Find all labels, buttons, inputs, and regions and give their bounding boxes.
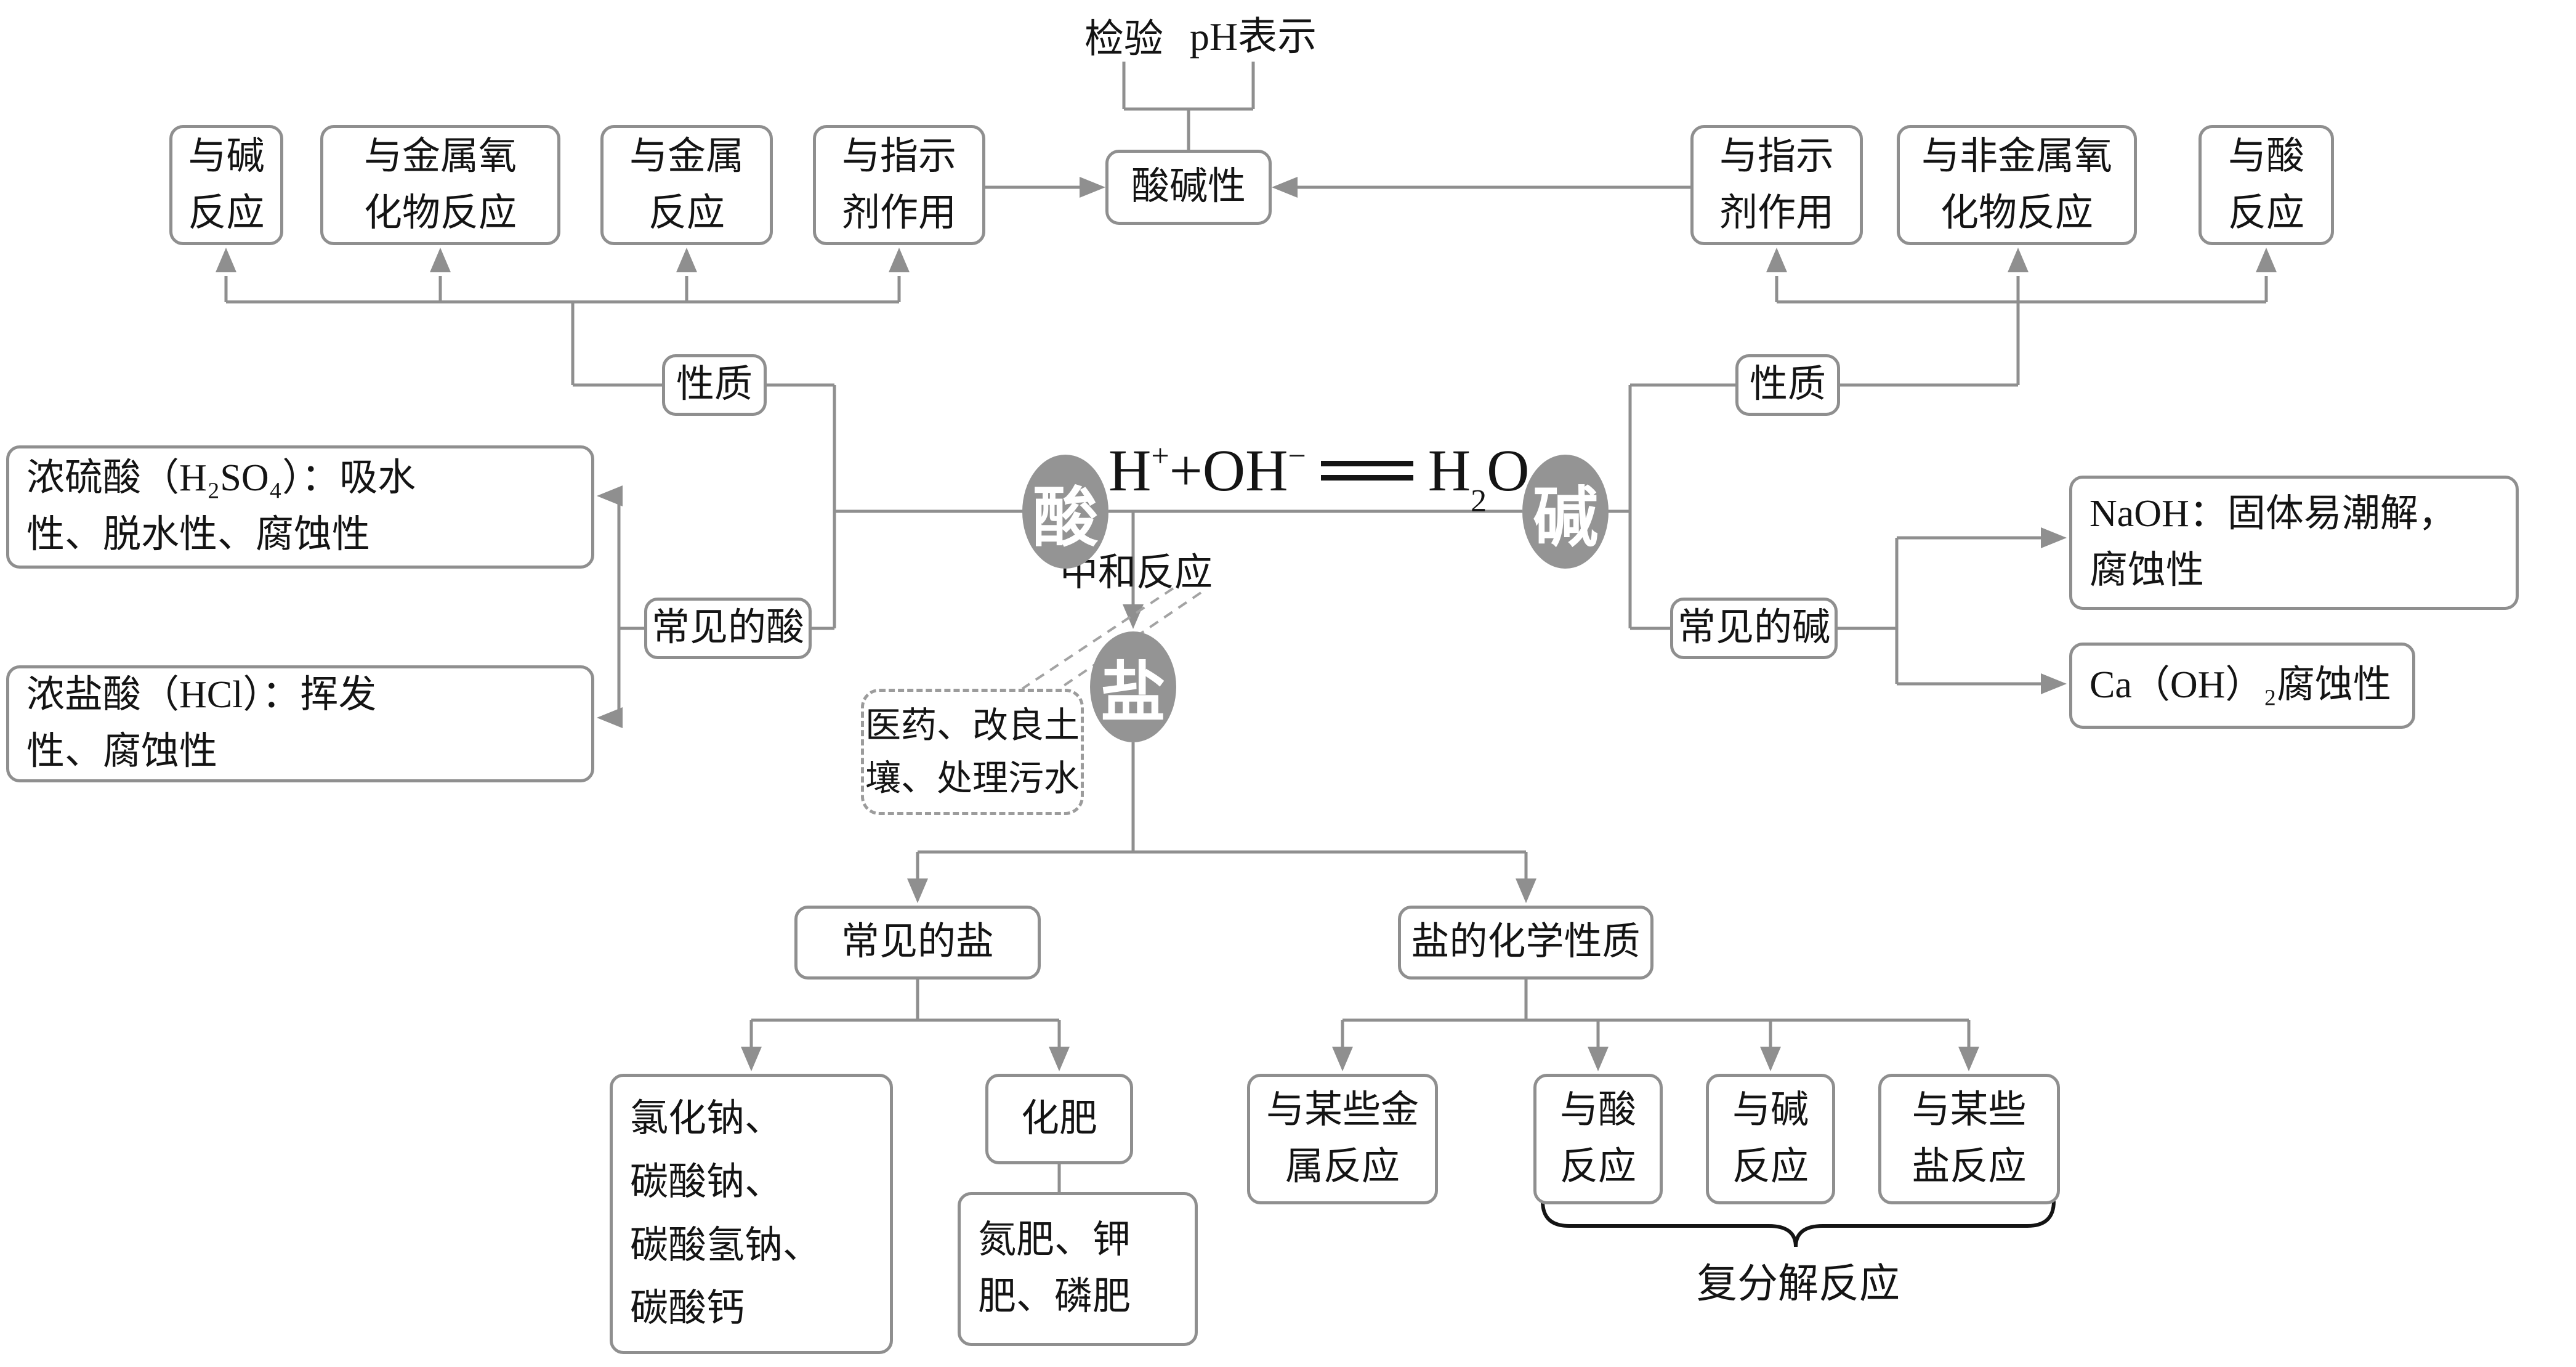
node-common-acids: 常见的酸 bbox=[644, 598, 812, 659]
solid-connectors bbox=[224, 62, 2268, 1192]
node-acid-with-indicator: 与指示 剂作用 bbox=[813, 125, 985, 245]
node-acid-with-metal-oxide: 与金属氧 化物反应 bbox=[320, 125, 560, 245]
salt-circle: 盐 bbox=[1090, 631, 1176, 742]
node-salt-with-metals: 与某些金 属反应 bbox=[1247, 1074, 1438, 1204]
metathesis-brace bbox=[1541, 1201, 2056, 1247]
node-salt-with-base: 与碱 反应 bbox=[1706, 1074, 1835, 1204]
node-acid-with-base: 与碱 反应 bbox=[169, 125, 283, 245]
node-salt-examples: 氯化钠、 碳酸钠、 碳酸氢钠、 碳酸钙 bbox=[610, 1074, 893, 1354]
node-acid-properties: 性质 bbox=[662, 354, 767, 416]
arrowheads bbox=[216, 177, 2277, 1071]
node-salt-chemical-properties: 盐的化学性质 bbox=[1398, 906, 1653, 980]
node-salt-with-acid: 与酸 反应 bbox=[1533, 1074, 1663, 1204]
node-base-properties: 性质 bbox=[1735, 354, 1840, 416]
node-naoh: NaOH：固体易潮解， 腐蚀性 bbox=[2069, 476, 2519, 610]
node-base-with-indicator: 与指示 剂作用 bbox=[1690, 125, 1863, 245]
node-common-bases: 常见的碱 bbox=[1670, 598, 1838, 659]
base-circle: 碱 bbox=[1522, 455, 1609, 569]
double-bond-icon bbox=[1320, 461, 1413, 481]
node-base-with-nonmetal-oxide: 与非金属氧 化物反应 bbox=[1897, 125, 2137, 245]
node-acid-with-metal: 与金属 反应 bbox=[600, 125, 773, 245]
node-common-salts: 常见的盐 bbox=[794, 906, 1041, 980]
node-caoh2: Ca（OH）₂腐蚀性 bbox=[2069, 643, 2415, 729]
node-hydrochloric-acid: 浓盐酸（HCl）：挥发 性、腐蚀性 bbox=[6, 665, 594, 782]
node-acidity: 酸碱性 bbox=[1105, 150, 1272, 225]
callout-dashed-lines bbox=[1021, 587, 1202, 690]
node-fertilizer: 化肥 bbox=[985, 1074, 1133, 1164]
ph-label: pH表示 bbox=[1189, 15, 1317, 59]
metathesis-label: 复分解反应 bbox=[1697, 1262, 1900, 1307]
node-salt-with-salts: 与某些 盐反应 bbox=[1878, 1074, 2060, 1204]
node-fertilizer-types: 氮肥、钾 肥、磷肥 bbox=[958, 1192, 1198, 1346]
neutralization-formula: H++OH−H2O bbox=[1108, 437, 1530, 519]
node-base-with-acid: 与酸 反应 bbox=[2198, 125, 2334, 245]
node-sulfuric-acid: 浓硫酸（H₂SO₄）：吸水 性、脱水性、腐蚀性 bbox=[6, 445, 594, 569]
neutralization-uses-callout: 医药、改良土 壤、处理污水 bbox=[861, 689, 1084, 815]
test-label: 检验 bbox=[1084, 17, 1163, 61]
acid-circle: 酸 bbox=[1022, 455, 1108, 569]
